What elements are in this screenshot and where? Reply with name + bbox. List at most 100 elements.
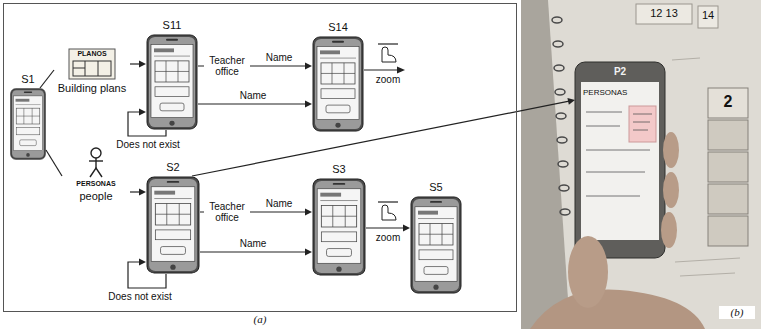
- spiral-ring: [557, 137, 567, 143]
- scribble: [680, 273, 735, 276]
- figure-panel: (a)S1PLANOSBuilding plansS11S14PERSONASp…: [3, 3, 517, 312]
- spiral-ring: [559, 185, 569, 191]
- edge-label: Does not exist: [100, 291, 180, 303]
- scribble: [672, 58, 700, 60]
- figure-head: [91, 148, 101, 158]
- node-text: (b): [719, 306, 755, 319]
- plans-icon: PLANOSBuilding plans: [54, 48, 130, 96]
- floor-plan: [98, 61, 99, 76]
- arrow-head: [305, 63, 312, 70]
- figure-arms: [89, 160, 103, 161]
- node-text: S1: [0, 73, 56, 86]
- node-text: Building plans: [54, 82, 130, 95]
- edge-label: Teacher office: [204, 202, 250, 223]
- flow-arrow: [128, 259, 166, 289]
- arrow-head: [397, 67, 405, 74]
- hand: [530, 289, 705, 329]
- node-text: PERSONAS: [583, 88, 653, 97]
- arrow-head: [139, 109, 146, 116]
- spiral-ring: [552, 17, 562, 23]
- arrow-head: [139, 189, 146, 196]
- edge-label: Name: [236, 238, 270, 250]
- page-tab: [708, 120, 748, 150]
- pink-note: [629, 106, 656, 142]
- node-text: S14: [302, 21, 374, 34]
- node-text: people: [62, 190, 130, 203]
- paper-phone-screen: [581, 82, 659, 240]
- paper-phone: P2PERSONAS: [575, 62, 665, 258]
- spiral-ring: [555, 89, 565, 95]
- phone-sketch: [147, 177, 199, 273]
- finger: [663, 172, 679, 208]
- screen-sketch: [586, 112, 652, 196]
- flow-arrow: [200, 249, 312, 256]
- figure-legs: [90, 168, 102, 177]
- photo-panel: (b) P2PERSONAS: [521, 0, 761, 329]
- scribble: [586, 150, 650, 151]
- sticky-number: 14: [698, 9, 718, 22]
- flow-arrow: [130, 189, 146, 196]
- floor-plan: [73, 68, 85, 69]
- zoom-label: zoom: [370, 232, 406, 244]
- scribble: [586, 172, 645, 173]
- flow-arrow: [198, 101, 312, 108]
- scribble: [675, 258, 740, 262]
- connector-line: [192, 101, 569, 176]
- arrow-head: [139, 259, 146, 266]
- spiral-ring: [556, 113, 566, 119]
- scribble: [586, 126, 620, 127]
- phone-screen: S3: [312, 178, 366, 276]
- stick-figure: [89, 148, 103, 177]
- scribble: [586, 112, 622, 113]
- phone-sketch: [313, 37, 363, 131]
- page-tab: [708, 88, 748, 118]
- figure-body: [95, 158, 96, 168]
- node-text: S3: [302, 163, 376, 176]
- connector-line: [128, 112, 166, 136]
- sticky-note: [698, 6, 718, 28]
- scribble: [633, 114, 652, 115]
- arrow-head: [403, 225, 410, 232]
- phone-screen: S11: [146, 34, 198, 130]
- step-label: Name: [262, 198, 296, 210]
- node-text: S2: [136, 161, 210, 174]
- connector-line: [40, 70, 54, 88]
- flow-arrow: [366, 225, 410, 232]
- phone-sketch: [313, 179, 365, 275]
- phone-screen: S5: [410, 196, 462, 294]
- flow-arrow: [128, 109, 166, 137]
- page-tab: [708, 216, 748, 246]
- edge-label: Teacher office: [204, 56, 250, 77]
- spiral-binding: [552, 17, 570, 215]
- edge-label: Does not exist: [108, 139, 188, 151]
- step-label: Name: [262, 52, 296, 64]
- flow-arrow: [130, 61, 146, 68]
- phone-screen: S14: [312, 36, 364, 132]
- node-text: (a): [4, 313, 516, 326]
- phone-sketch: [11, 89, 46, 160]
- phone-screen: S1: [10, 88, 46, 160]
- spiral-ring: [554, 65, 564, 71]
- spiral-ring: [553, 41, 563, 47]
- floor-plan: [73, 61, 111, 76]
- finger: [663, 132, 679, 168]
- notebook-page: [548, 0, 761, 329]
- people-icon: PERSONASpeople: [62, 146, 130, 204]
- node-text: P2: [575, 66, 665, 78]
- flow-arrow: [192, 98, 575, 176]
- connector-line: [198, 103, 306, 104]
- edge-label: Name: [236, 90, 270, 102]
- connector-line: [366, 227, 404, 228]
- spiral-ring: [560, 209, 570, 215]
- connector-line: [130, 63, 140, 64]
- phone-screen: S2: [146, 176, 200, 274]
- zoom-label: zoom: [370, 74, 406, 86]
- thumb: [568, 236, 608, 308]
- finger: [661, 212, 677, 248]
- arrow-head: [305, 209, 312, 216]
- node-text: PERSONAS: [58, 180, 134, 188]
- phone-sketch: [411, 197, 461, 293]
- arrow-head: [139, 61, 146, 68]
